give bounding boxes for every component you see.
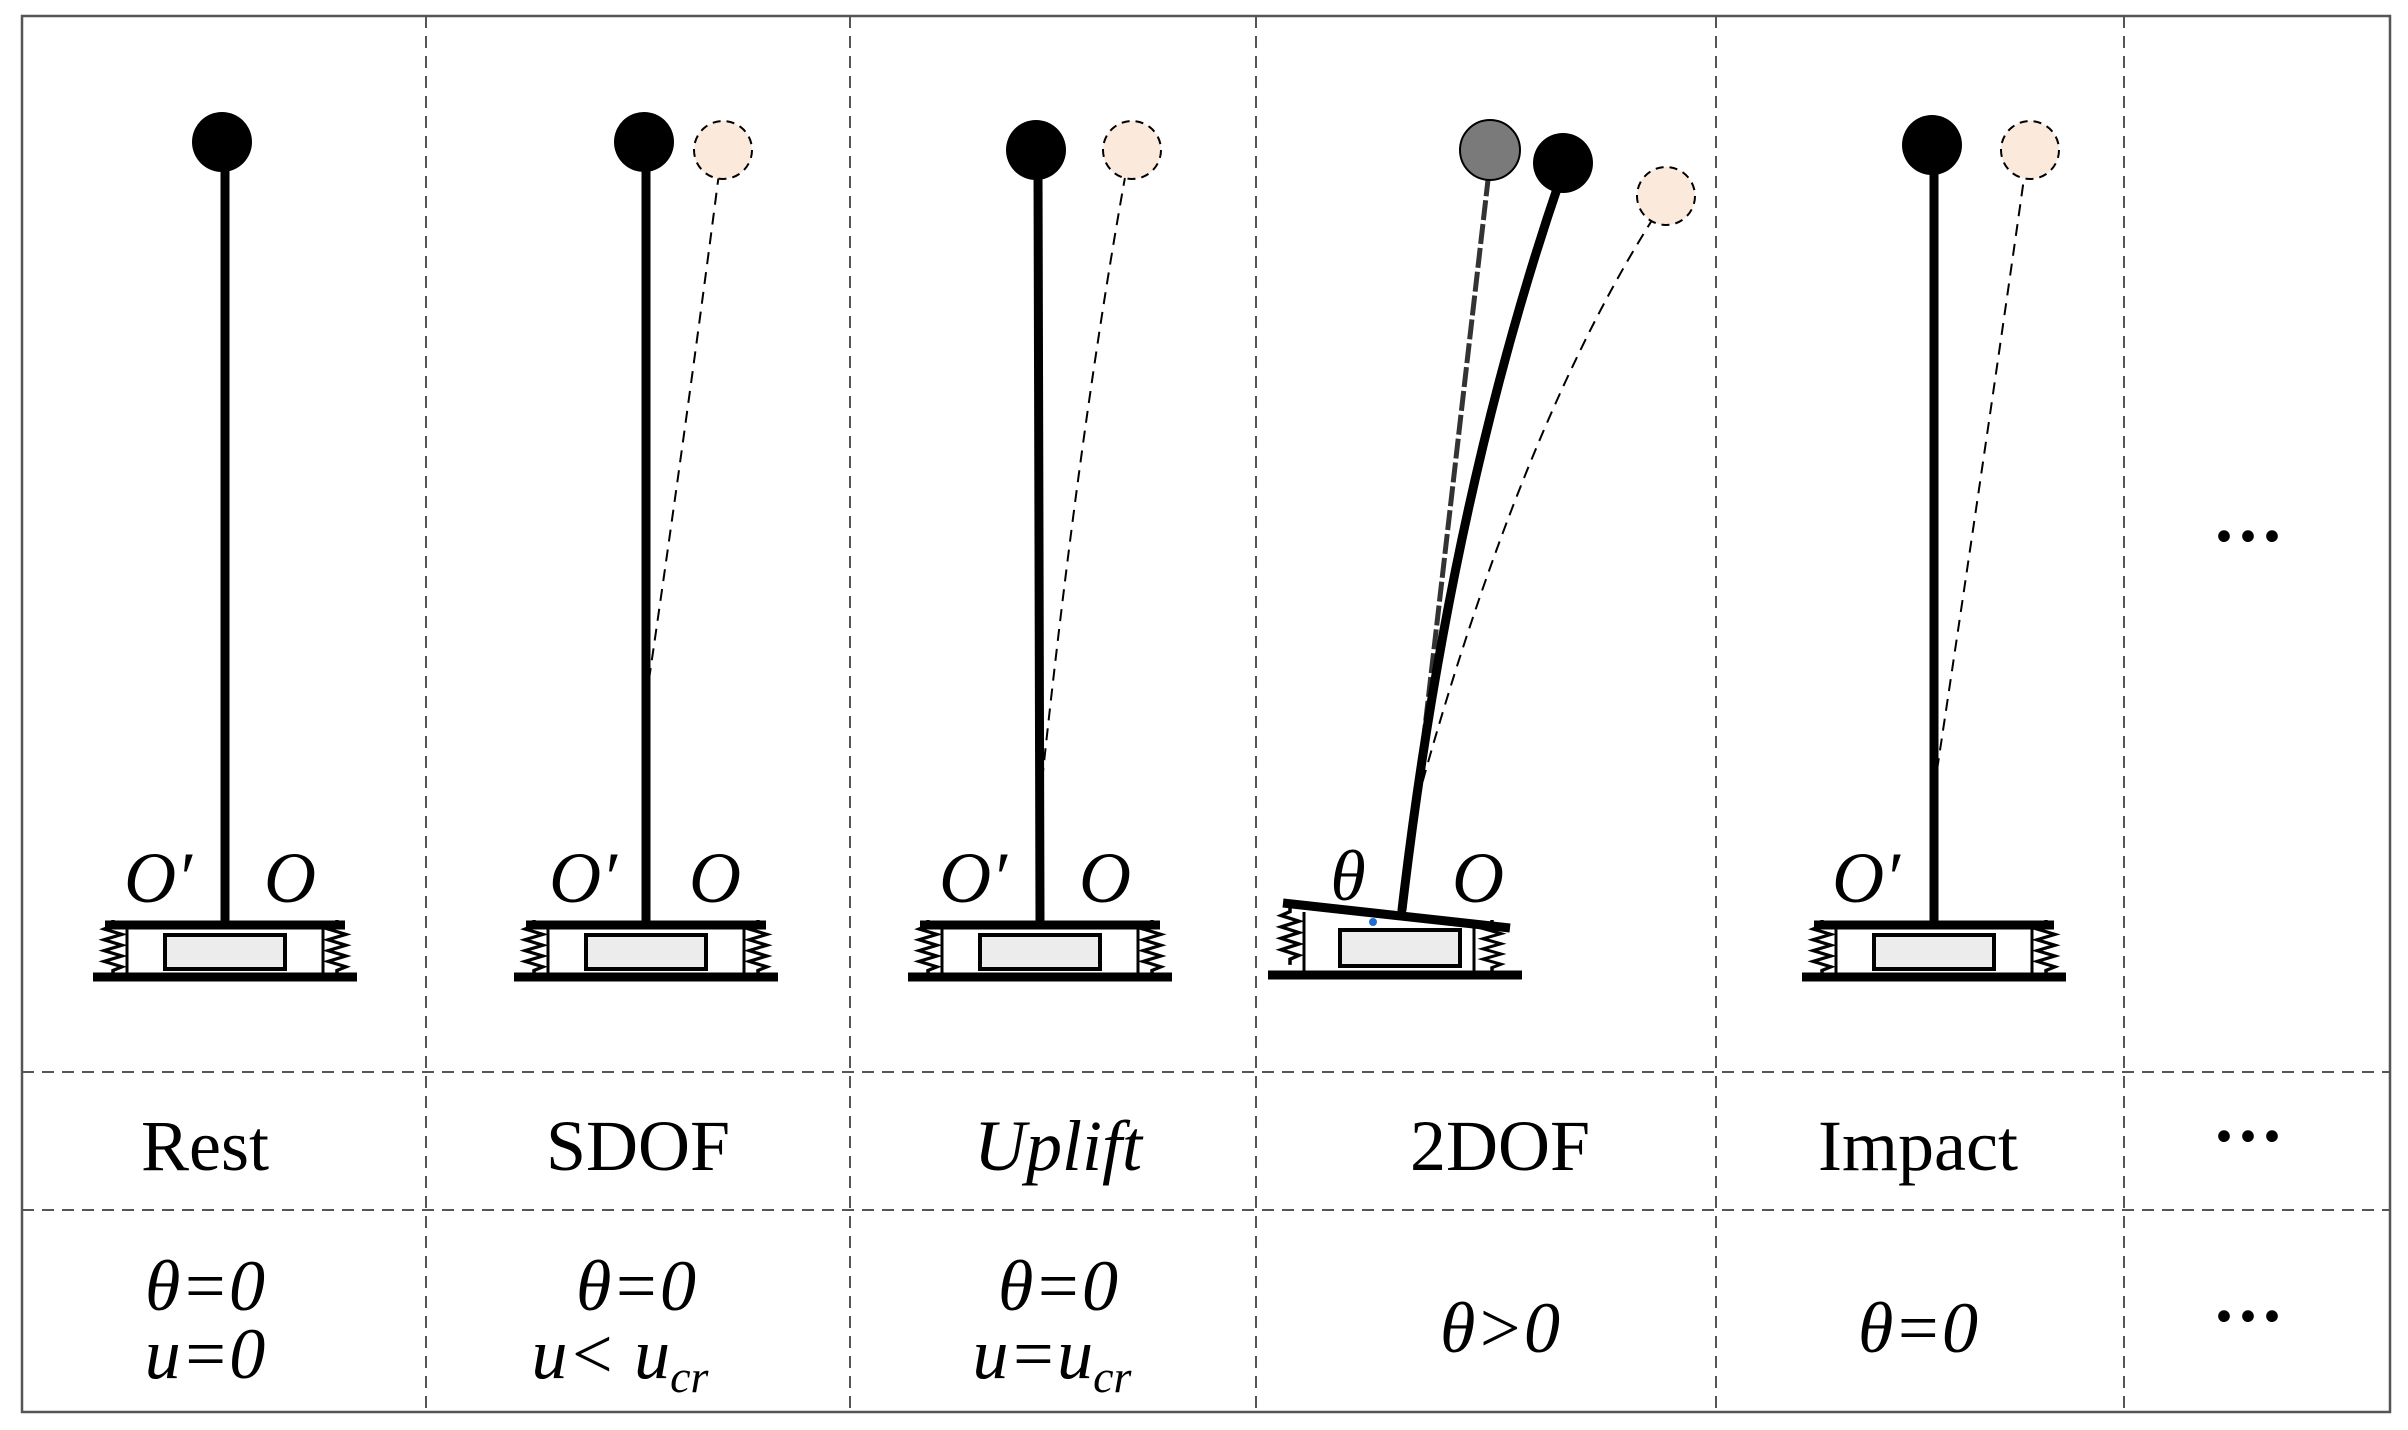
model-impact: O′ xyxy=(1802,115,2066,977)
state-2dof: θ>0 xyxy=(1440,1288,1560,1368)
model-2dof: θ O xyxy=(1268,119,1696,980)
mass-ball xyxy=(1902,115,1962,175)
model-sdof: O′ O xyxy=(514,112,778,977)
state-ellipsis: ··· xyxy=(2212,1276,2284,1356)
pivot-label-left: O′ xyxy=(549,838,618,918)
state-impact: θ=0 xyxy=(1858,1288,1978,1368)
state-rest-line1: θ=0 xyxy=(145,1246,265,1326)
state-uplift-u-sub: cr xyxy=(1093,1351,1132,1402)
ellipsis-figure: ··· xyxy=(2212,496,2284,576)
state-uplift-line2: u=ucr xyxy=(973,1314,1133,1402)
displaced-mass-ball xyxy=(1102,120,1162,180)
mass-ball xyxy=(1006,120,1066,180)
mode-label-impact: Impact xyxy=(1818,1106,2018,1186)
state-rest-line2: u=0 xyxy=(145,1314,266,1394)
mode-label-rest: Rest xyxy=(141,1106,269,1186)
pivot-label-right: O xyxy=(1452,838,1504,918)
pivot-label-left: O′ xyxy=(939,838,1008,918)
pivot-label-right: O xyxy=(689,838,741,918)
state-sdof-line1: θ=0 xyxy=(576,1246,696,1326)
table-frame xyxy=(20,14,2392,1414)
tilted-mass-ghost xyxy=(1459,119,1521,181)
state-uplift-line1: θ=0 xyxy=(998,1246,1118,1326)
mode-label-uplift: Uplift xyxy=(974,1106,1144,1186)
state-sdof-u-sub: cr xyxy=(670,1351,709,1402)
displaced-mass-ball xyxy=(2000,120,2060,180)
state-uplift-u-main: u=u xyxy=(973,1314,1094,1394)
mode-label-sdof: SDOF xyxy=(546,1106,730,1186)
pivot-label-left: O′ xyxy=(124,838,193,918)
pivot-label-left: θ xyxy=(1330,836,1365,916)
mass-ball xyxy=(614,112,674,172)
pivot-label-right: O xyxy=(264,838,316,918)
mass-ball xyxy=(192,112,252,172)
state-sdof-line2: u< ucr xyxy=(532,1314,710,1402)
model-rest: O′ O xyxy=(93,112,357,977)
state-sdof-u-main: u< u xyxy=(532,1314,671,1394)
pivot-marker xyxy=(1369,918,1377,926)
mode-label-2dof: 2DOF xyxy=(1410,1106,1590,1186)
model-uplift: O′ O xyxy=(908,120,1172,977)
displaced-mass-ball xyxy=(1636,166,1696,226)
mode-label-ellipsis: ··· xyxy=(2212,1096,2284,1176)
mass-ball xyxy=(1533,133,1593,193)
pivot-label-right: O xyxy=(1079,838,1131,918)
pivot-label-left: O′ xyxy=(1832,838,1901,918)
displaced-mass-ball xyxy=(693,120,753,180)
